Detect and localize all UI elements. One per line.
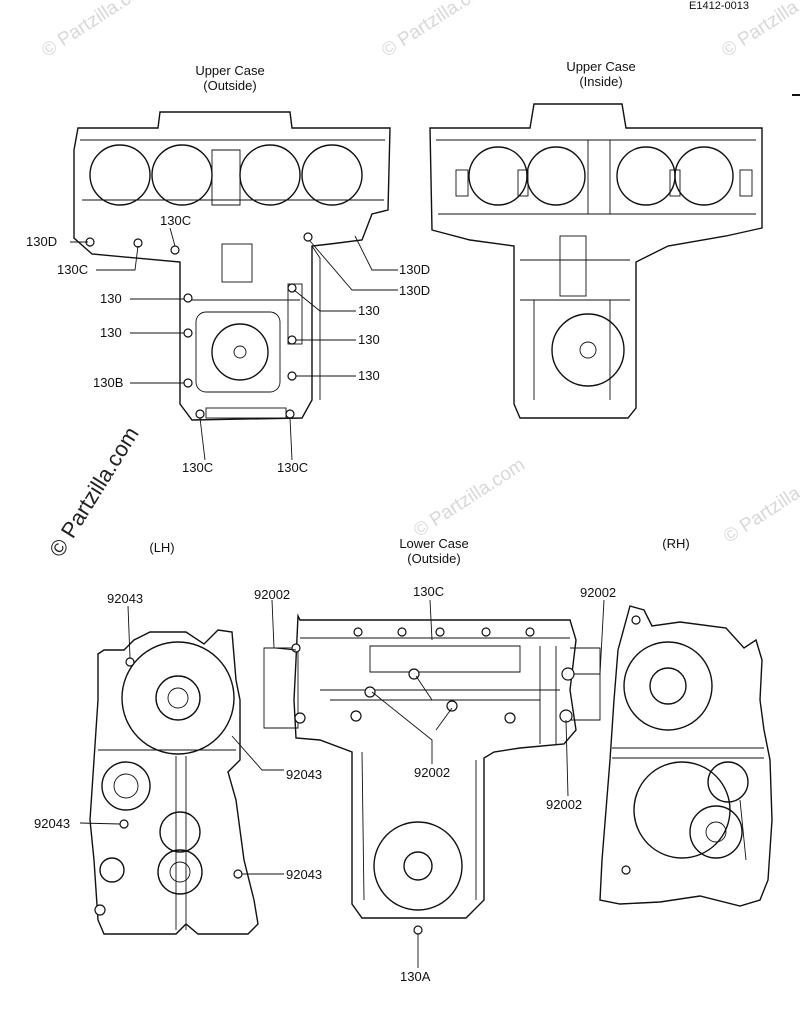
part-callout[interactable]: 92002 [546, 797, 583, 812]
part-callout[interactable]: 130D [399, 262, 431, 277]
part-callout[interactable]: 130B [93, 375, 124, 390]
upper-case-outside-drawing [70, 111, 398, 461]
part-callout[interactable]: 130 [100, 291, 122, 306]
part-callout[interactable]: 92002 [414, 765, 451, 780]
view-title: Upper Case [195, 63, 265, 78]
upper-outside-title: Upper Case (Outside) [180, 63, 280, 93]
rh-title: (RH) [662, 536, 690, 551]
lower-case-outside-drawing [263, 599, 605, 968]
part-callout[interactable]: 130D [26, 234, 58, 249]
view-title: Upper Case [566, 59, 636, 74]
part-callout[interactable]: 92043 [286, 867, 323, 882]
part-callout[interactable]: 130C [182, 460, 214, 475]
upper-outside-leader-lines [70, 227, 398, 461]
part-callout[interactable]: 130 [100, 325, 122, 340]
diagram-number: E1412-0013 [689, 0, 749, 12]
upper-outside-bolts [85, 232, 313, 419]
part-callout[interactable]: 92002 [580, 585, 617, 600]
lh-leader-lines [79, 605, 284, 875]
part-callout[interactable]: 130 [358, 368, 380, 383]
part-callout[interactable]: 92043 [286, 767, 323, 782]
view-title: Lower Case [399, 536, 469, 551]
part-callout[interactable]: 92043 [107, 591, 144, 606]
upper-case-inside-drawing [429, 103, 763, 419]
lower-outside-bolts [291, 627, 575, 935]
lower-case-rh-drawing [599, 605, 773, 907]
view-subtitle: (Outside) [203, 78, 257, 93]
part-callout[interactable]: 130C [160, 213, 192, 228]
view-subtitle: (Outside) [407, 551, 461, 566]
view-subtitle: (Inside) [579, 74, 623, 89]
lower-case-lh-drawing [79, 605, 284, 935]
part-callout[interactable]: 92043 [34, 816, 71, 831]
part-callout[interactable]: 130C [413, 584, 445, 599]
lh-bolts [94, 657, 243, 916]
upper-inside-title: Upper Case (Inside) [551, 59, 651, 89]
lh-title: (LH) [149, 540, 175, 555]
lower-outside-leader-lines [271, 599, 605, 968]
edge-mark [792, 94, 800, 96]
lower-outside-title: Lower Case (Outside) [384, 536, 484, 566]
part-callout[interactable]: 130C [277, 460, 309, 475]
part-callout[interactable]: 130C [57, 262, 89, 277]
part-callout[interactable]: 130A [400, 969, 431, 984]
part-callout[interactable]: 130 [358, 303, 380, 318]
part-callout[interactable]: 130 [358, 332, 380, 347]
part-callout[interactable]: 92002 [254, 587, 291, 602]
part-callout[interactable]: 130D [399, 283, 431, 298]
